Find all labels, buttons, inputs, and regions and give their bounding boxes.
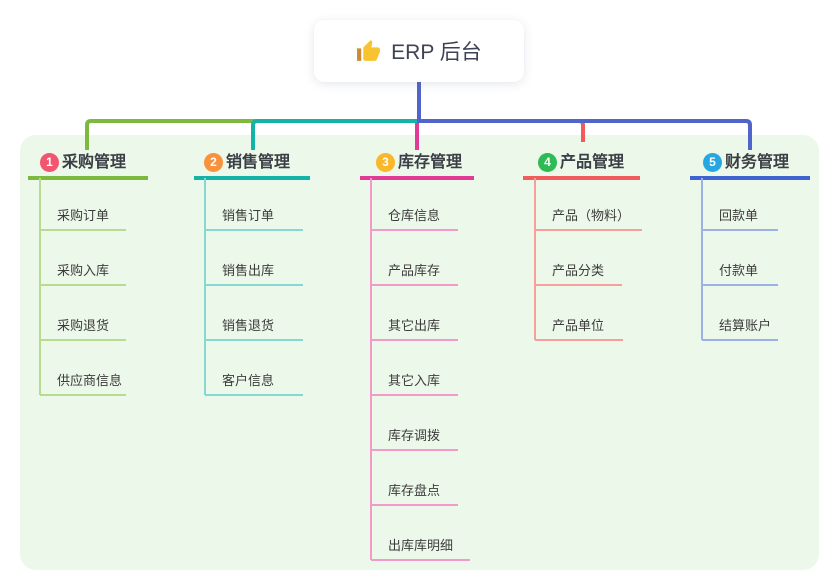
connector-branch-5 [419, 119, 752, 150]
child-node[interactable]: 库存调拨 [388, 428, 441, 443]
connector-branch-1 [85, 119, 419, 150]
child-lines-branch-3 [370, 178, 470, 561]
branch-title-3[interactable]: 库存管理 [398, 154, 463, 171]
child-node[interactable]: 产品库存 [388, 263, 441, 278]
child-lines-branch-2 [204, 178, 303, 396]
child-node[interactable]: 产品单位 [552, 318, 605, 333]
branch-title-1[interactable]: 采购管理 [62, 154, 127, 171]
child-node[interactable]: 销售退货 [222, 318, 275, 333]
child-node[interactable]: 出库库明细 [388, 538, 454, 553]
badge-branch-4: 4 [538, 153, 557, 172]
badge-branch-2: 2 [204, 153, 223, 172]
child-node[interactable]: 结算账户 [719, 318, 772, 333]
child-node[interactable]: 付款单 [719, 263, 759, 278]
child-lines-branch-1 [39, 178, 126, 396]
branch-title-5[interactable]: 财务管理 [725, 154, 790, 171]
child-node[interactable]: 供应商信息 [57, 373, 123, 388]
thumbs-up-icon [357, 39, 381, 61]
child-node[interactable]: 回款单 [719, 208, 759, 223]
child-node[interactable]: 仓库信息 [388, 208, 441, 223]
root-title: ERP 后台 [391, 41, 482, 64]
child-node[interactable]: 产品（物料） [552, 208, 631, 223]
badge-branch-1: 1 [40, 153, 59, 172]
child-node[interactable]: 销售出库 [222, 263, 275, 278]
child-lines-branch-5 [701, 178, 778, 341]
child-node[interactable]: 采购退货 [57, 318, 110, 333]
child-node[interactable]: 其它出库 [388, 318, 441, 333]
branch-title-4[interactable]: 产品管理 [560, 154, 625, 171]
child-node[interactable]: 库存盘点 [388, 483, 441, 498]
connector-branch-4 [419, 119, 585, 142]
connector-branch-2 [251, 119, 419, 150]
child-node[interactable]: 采购订单 [57, 208, 110, 223]
child-node[interactable]: 客户信息 [222, 373, 275, 388]
child-node[interactable]: 销售订单 [222, 208, 275, 223]
child-node[interactable]: 其它入库 [388, 373, 441, 388]
branch-title-2[interactable]: 销售管理 [226, 154, 291, 171]
mindmap-canvas[interactable] [20, 135, 819, 570]
badge-branch-5: 5 [703, 153, 722, 172]
child-node[interactable]: 产品分类 [552, 263, 605, 278]
child-lines-branch-4 [534, 178, 642, 341]
badge-branch-3: 3 [376, 153, 395, 172]
child-node[interactable]: 采购入库 [57, 263, 110, 278]
root-node[interactable]: ERP 后台 [314, 20, 524, 82]
